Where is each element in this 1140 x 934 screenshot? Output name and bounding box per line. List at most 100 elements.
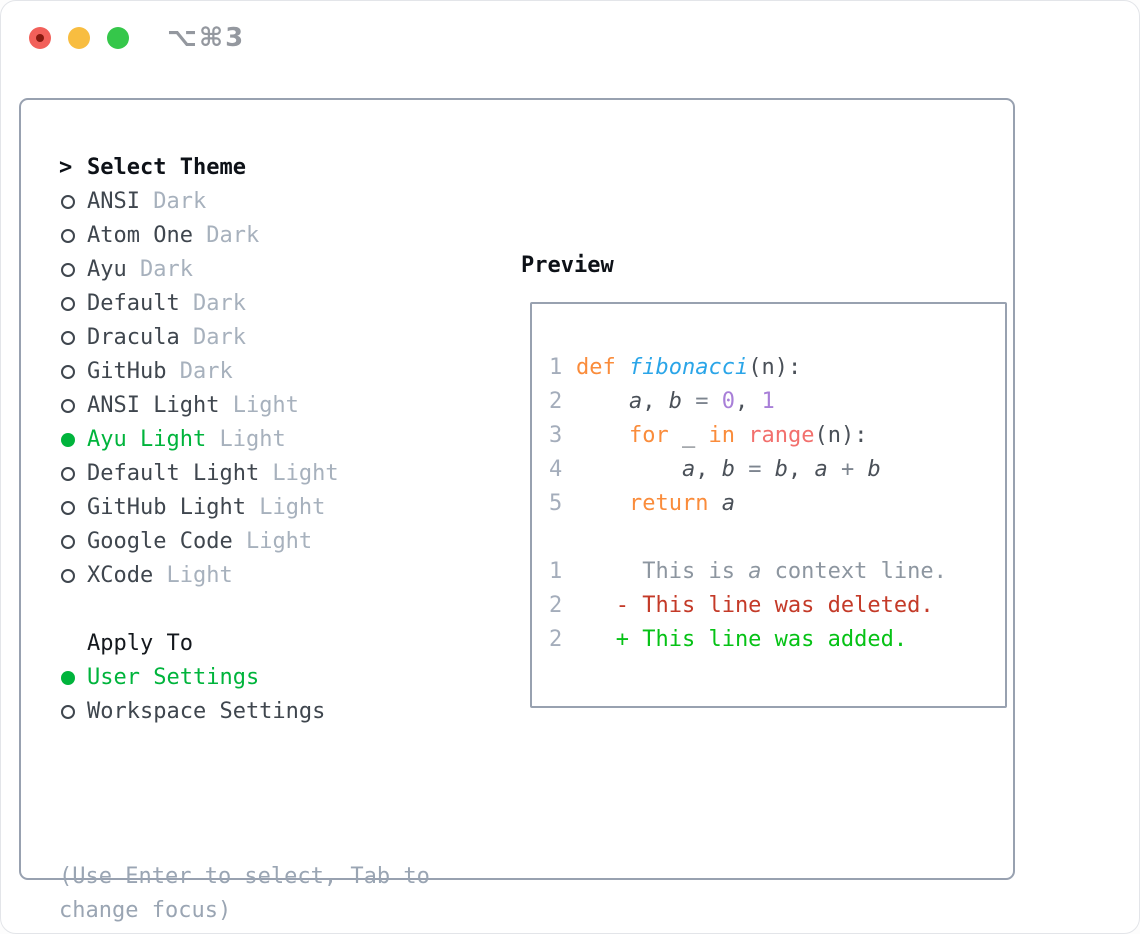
code-token: + [827, 457, 868, 482]
code-token: = [734, 457, 775, 482]
code-token [576, 487, 629, 521]
apply-to-option[interactable]: User Settings [59, 661, 325, 695]
radio-unselected-icon [61, 195, 75, 209]
code-token: def [576, 355, 629, 380]
theme-option[interactable]: Atom One Dark [59, 219, 339, 253]
apply-to-title: Apply To [87, 631, 193, 656]
item-label: Workspace Settings [87, 699, 326, 724]
code-token: = [681, 389, 722, 414]
item-variant-tag: Light [259, 461, 339, 486]
code-token: (n): [814, 423, 868, 448]
item-label: Default Light [87, 461, 260, 486]
code-line: 5 return a [549, 487, 1005, 521]
item-label: XCode [87, 563, 154, 588]
theme-option[interactable]: ANSI Dark [59, 185, 339, 219]
theme-option[interactable]: GitHub Dark [59, 355, 339, 389]
item-variant-tag: Light [153, 563, 233, 588]
theme-option[interactable]: Ayu Light Light [59, 423, 339, 457]
radio-unselected-icon [61, 365, 75, 379]
radio-unselected-icon [61, 263, 75, 277]
code-token: (n): [748, 355, 802, 380]
code-line: 2 - This line was deleted. [549, 589, 1005, 623]
item-label: Default [87, 291, 180, 316]
radio-unselected-icon [61, 569, 75, 583]
theme-option[interactable]: ANSI Light Light [59, 389, 339, 423]
item-label: User Settings [87, 665, 260, 690]
apply-to-option[interactable]: Workspace Settings [59, 695, 325, 729]
code-token: a [721, 491, 735, 516]
code-token: for [628, 423, 669, 448]
prompt-icon: > [59, 155, 73, 180]
item-variant-tag: Dark [166, 359, 233, 384]
radio-selected-icon [61, 671, 75, 685]
zoom-button[interactable] [107, 27, 129, 49]
code-line: 1 This is a context line. [549, 555, 1005, 589]
code-token: b [721, 457, 735, 482]
code-token: 0 [721, 389, 735, 414]
theme-list-header: > Select Theme [59, 151, 339, 185]
item-label: Dracula [87, 325, 180, 350]
code-line: 1 def fibonacci(n): [549, 351, 1005, 385]
item-label: GitHub [87, 359, 167, 384]
code-line: 3 for _ in range(n): [549, 419, 1005, 453]
titlebar: ⌥⌘3 [1, 1, 1139, 75]
item-variant-tag: Light [219, 393, 299, 418]
item-label: ANSI [87, 189, 140, 214]
code-token: , [787, 457, 815, 482]
code-token: This is [576, 559, 749, 584]
code-token: , [734, 389, 762, 414]
close-button[interactable] [29, 27, 51, 49]
theme-option[interactable]: Ayu Dark [59, 253, 339, 287]
code-token: , [695, 457, 722, 482]
line-number: 2 [549, 593, 563, 618]
line-number: 2 [549, 389, 563, 414]
code-token: a [681, 457, 696, 482]
code-token: b [867, 457, 881, 482]
item-variant-tag: Light [245, 495, 326, 520]
item-variant-tag: Dark [126, 257, 193, 282]
code-token: a [814, 457, 828, 482]
theme-option[interactable]: Google Code Light [59, 525, 339, 559]
code-token: context line. [761, 559, 947, 584]
code-token: - This line was deleted. [576, 593, 934, 618]
window-title: ⌥⌘3 [167, 23, 246, 53]
code-token: + This line was added. [576, 627, 908, 652]
item-label: Ayu Light [87, 427, 207, 452]
line-number: 3 [549, 423, 563, 448]
code-token [735, 419, 748, 453]
radio-unselected-icon [61, 467, 75, 481]
code-token: range [748, 423, 815, 448]
code-token [576, 453, 682, 487]
code-token: 1 [761, 389, 775, 414]
code-token: fibonacci [628, 355, 749, 380]
apply-to-header: Apply To [59, 627, 325, 661]
code-token: b [774, 457, 788, 482]
code-token: b [668, 389, 682, 414]
item-label: ANSI Light [87, 393, 220, 418]
radio-unselected-icon [61, 535, 75, 549]
theme-option[interactable]: GitHub Light Light [59, 491, 339, 525]
item-label: GitHub Light [87, 495, 246, 520]
item-variant-tag: Light [232, 529, 313, 554]
minimize-button[interactable] [68, 27, 90, 49]
code-token: in [708, 423, 735, 448]
preview-title: Preview [521, 253, 614, 278]
code-token [576, 419, 629, 453]
code-token: a [628, 389, 643, 414]
code-token [576, 385, 629, 419]
theme-option[interactable]: Dracula Dark [59, 321, 339, 355]
theme-list-title: Select Theme [87, 155, 246, 180]
theme-option[interactable]: Default Dark [59, 287, 339, 321]
code-token: a [748, 559, 762, 584]
theme-option[interactable]: Default Light Light [59, 457, 339, 491]
item-variant-tag: Dark [179, 291, 246, 316]
code-line: 2 + This line was added. [549, 623, 1005, 657]
code-token: return [628, 491, 722, 516]
theme-option[interactable]: XCode Light [59, 559, 339, 593]
line-number: 1 [549, 355, 563, 380]
unsaved-changes-dot-icon [36, 34, 44, 42]
